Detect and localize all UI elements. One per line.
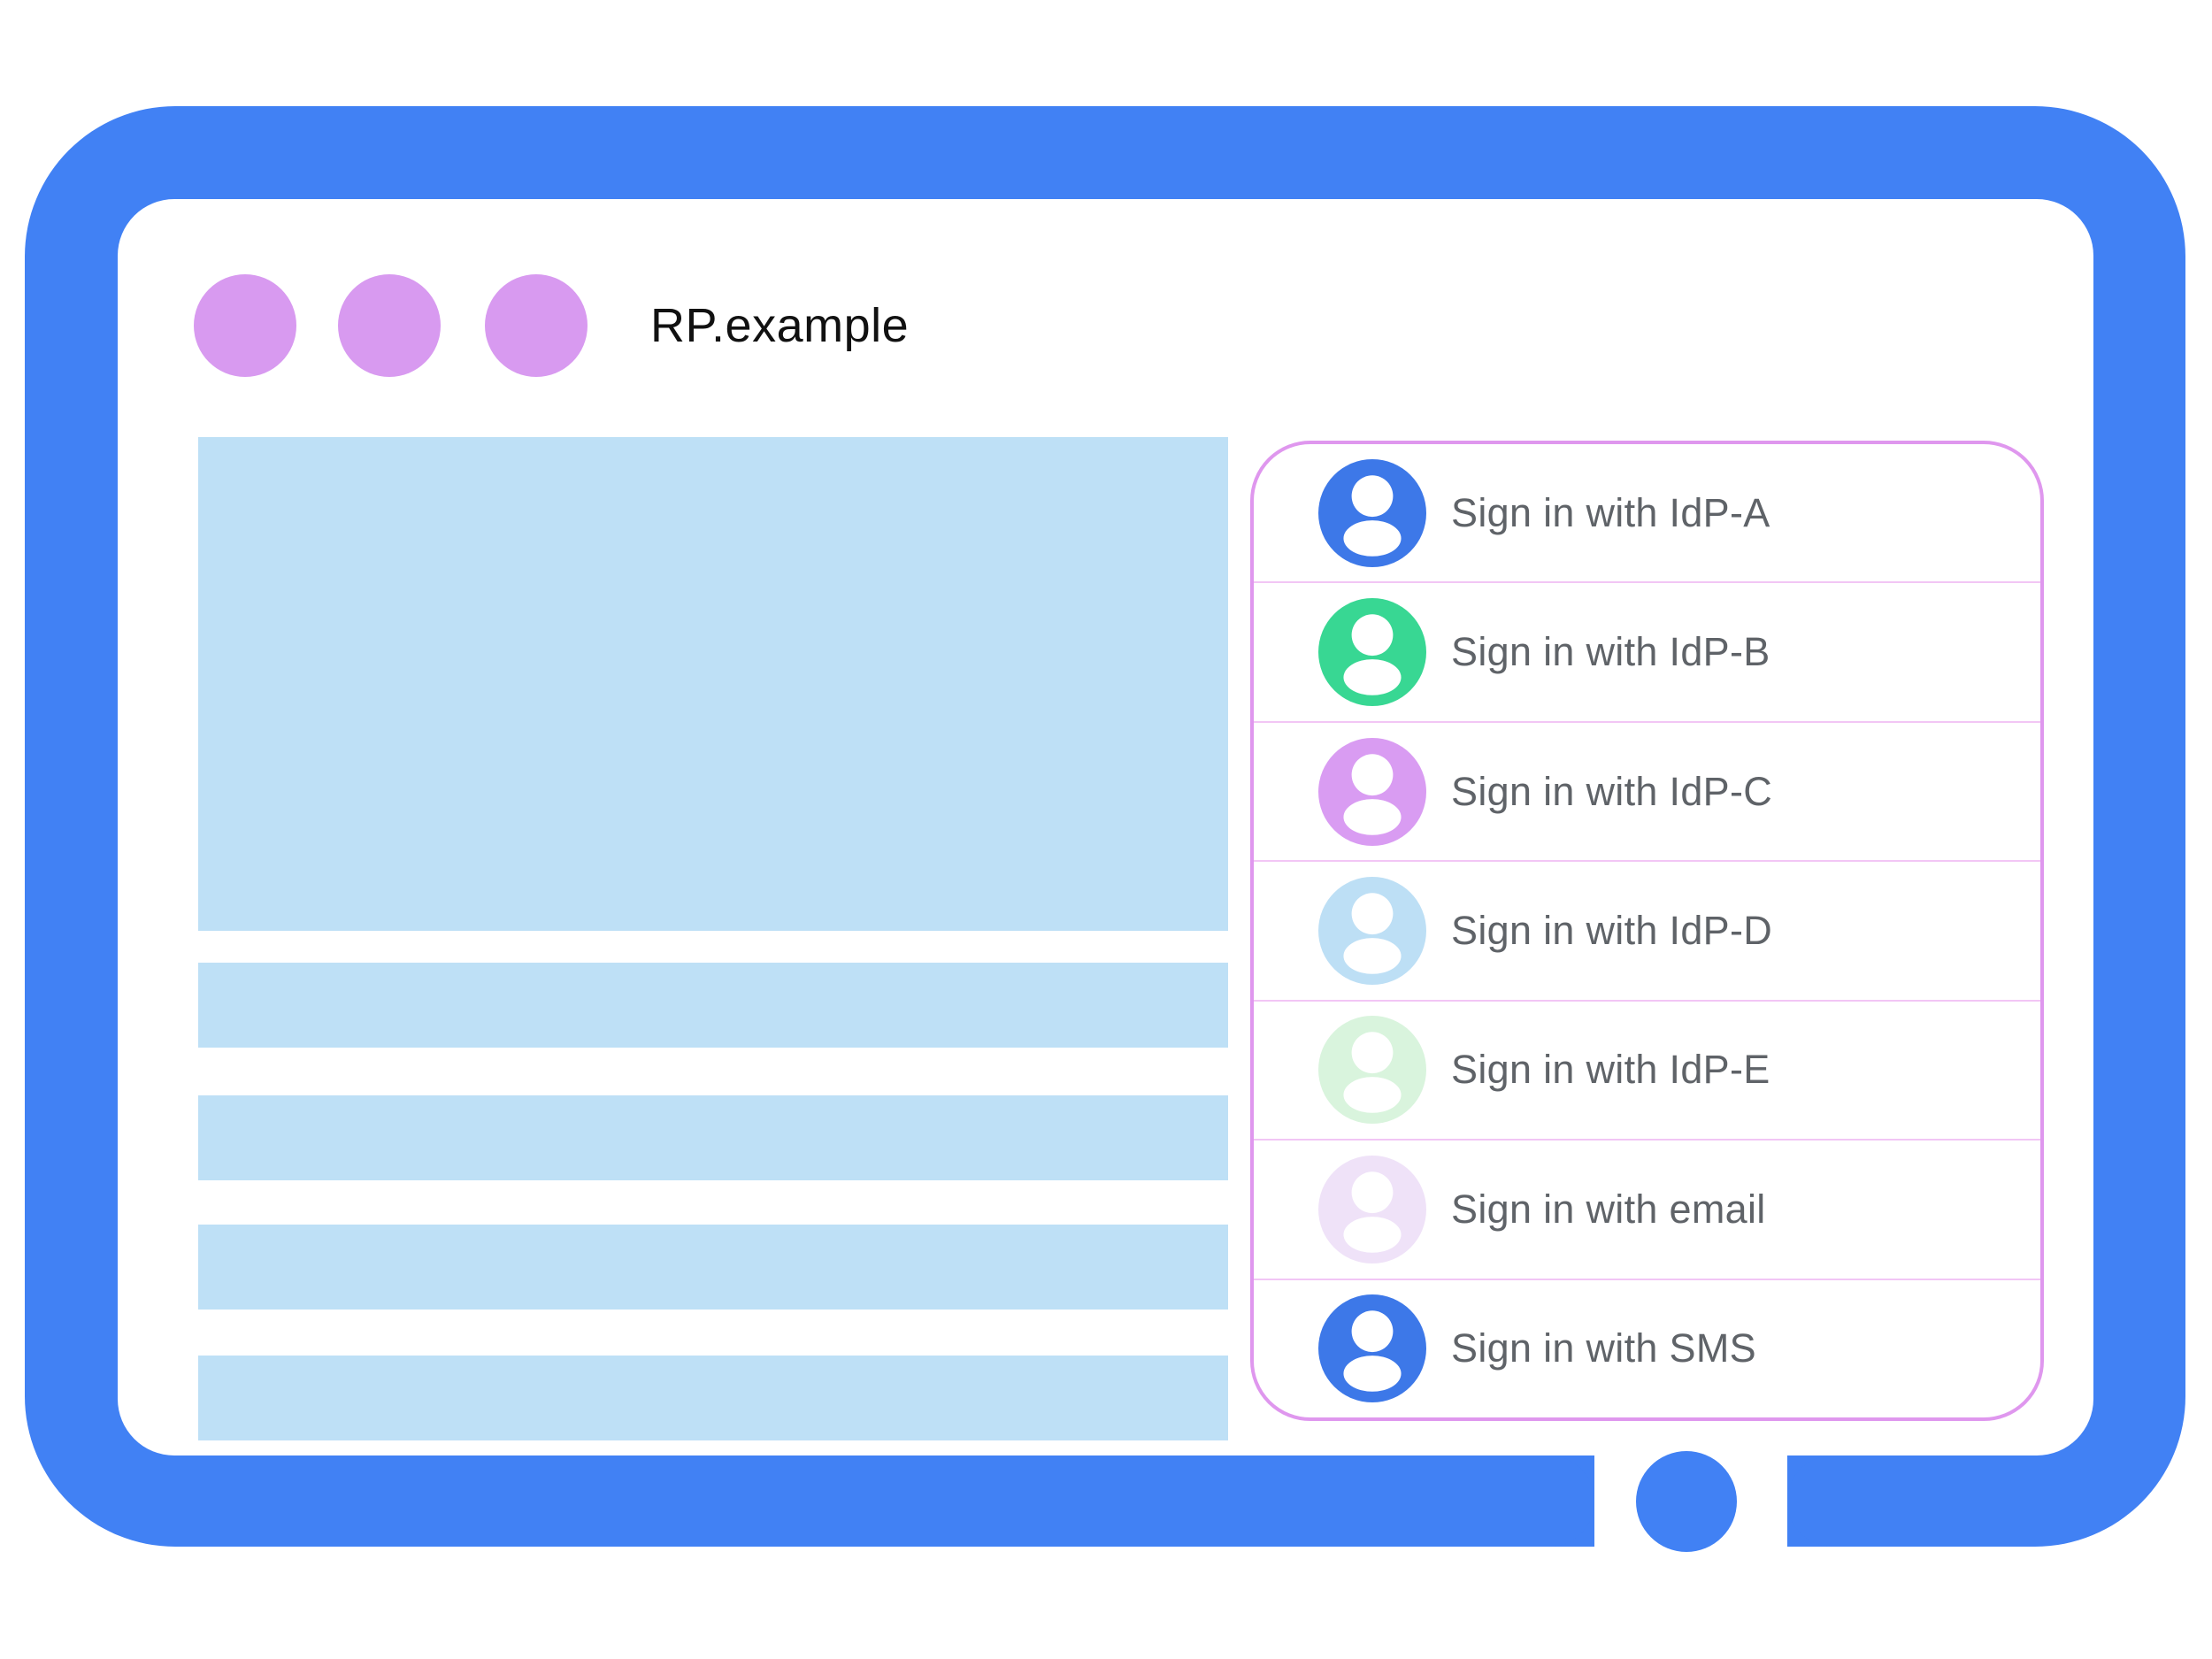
user-avatar-icon [1318,737,1426,846]
window-control-dot [485,274,588,377]
window-control-dot [194,274,296,377]
browser-title: RP.example [650,299,910,352]
user-avatar-icon [1318,1294,1426,1403]
signin-option[interactable]: Sign in with IdP-A [1254,444,2040,581]
user-avatar-icon [1318,1155,1426,1263]
content-placeholder-line [198,1225,1228,1310]
content-placeholder-line [198,1356,1228,1440]
signin-account-chooser-panel: Sign in with IdP-A Sign in with IdP-B Sign… [1250,441,2044,1421]
signin-option[interactable]: Sign in with IdP-C [1254,720,2040,860]
signin-option-label: Sign in with IdP-B [1451,629,1770,675]
signin-option[interactable]: Sign in with SMS [1254,1278,2040,1417]
signin-option[interactable]: Sign in with IdP-D [1254,860,2040,999]
signin-option-label: Sign in with email [1451,1186,1766,1232]
signin-option-label: Sign in with IdP-E [1451,1047,1770,1093]
user-avatar-icon [1318,876,1426,985]
content-placeholder-hero [198,437,1228,931]
home-button[interactable] [1636,1451,1737,1552]
signin-option-label: Sign in with IdP-D [1451,907,1773,953]
user-avatar-icon [1318,458,1426,567]
content-placeholder-line [198,1095,1228,1180]
bezel-cap-left [1495,1455,1594,1547]
content-placeholder-line [198,963,1228,1048]
user-avatar-icon [1318,598,1426,707]
bezel-cap-right [1787,1455,1886,1547]
signin-option[interactable]: Sign in with IdP-E [1254,999,2040,1139]
signin-option-label: Sign in with IdP-C [1451,768,1773,814]
window-control-dot [338,274,441,377]
signin-option-label: Sign in with IdP-A [1451,489,1770,535]
signin-option-label: Sign in with SMS [1451,1325,1756,1371]
signin-option[interactable]: Sign in with email [1254,1139,2040,1278]
signin-option[interactable]: Sign in with IdP-B [1254,581,2040,720]
user-avatar-icon [1318,1016,1426,1125]
